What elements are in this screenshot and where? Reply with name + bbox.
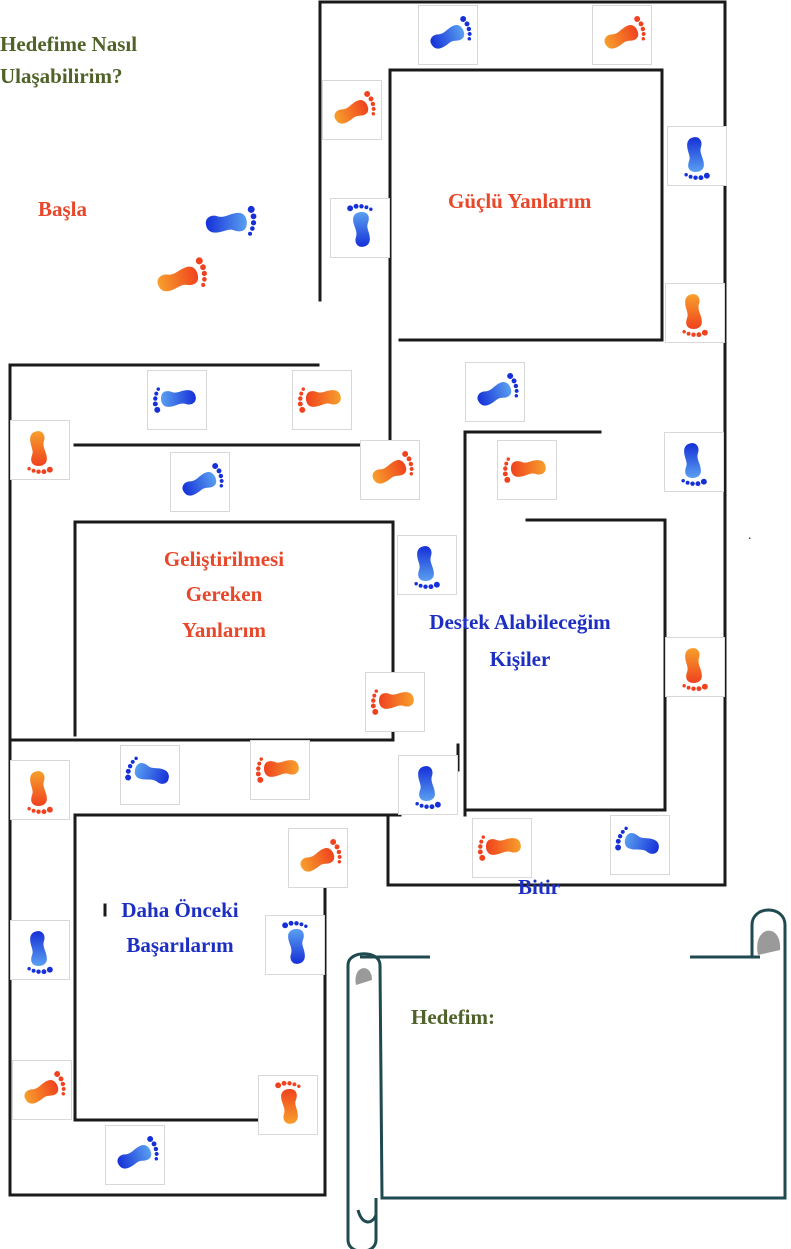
- orange-footprint-icon: [472, 818, 532, 878]
- blue-footprint-icon: [330, 198, 390, 258]
- orange-footprint-icon: [665, 637, 725, 697]
- support-label-2: Kişiler: [400, 642, 640, 676]
- blue-footprint-icon: [465, 362, 525, 422]
- stray-dot: .: [748, 528, 752, 544]
- blue-footprint-icon: [105, 1125, 165, 1185]
- to-improve-label-3: Yanlarım: [124, 613, 324, 647]
- blue-footprint-icon: [418, 5, 478, 65]
- blue-footprint-icon: [147, 370, 207, 430]
- blue-footprint-icon: [170, 452, 230, 512]
- orange-footprint-icon: [365, 672, 425, 732]
- blue-footprint-icon: [664, 432, 724, 492]
- blue-footprint-icon: [120, 745, 180, 805]
- orange-footprint-icon: [250, 740, 310, 800]
- start-label: Başla: [38, 192, 87, 226]
- orange-footprint-icon: [288, 828, 348, 888]
- title-line-1: Hedefime Nasıl: [0, 27, 137, 61]
- orange-footprint-icon: [10, 420, 70, 480]
- blue-footprint-icon: [397, 535, 457, 595]
- blue-footprint-icon: [667, 126, 727, 186]
- achievements-label-1: Daha Önceki: [95, 893, 265, 927]
- blue-footprint-icon: [182, 192, 274, 250]
- orange-footprint-icon: [258, 1075, 318, 1135]
- orange-footprint-icon: [497, 440, 557, 500]
- orange-footprint-icon: [12, 1060, 72, 1120]
- goal-label: Hedefim:: [411, 1000, 495, 1034]
- blue-footprint-icon: [265, 915, 325, 975]
- achievements-label-2: Başarılarım: [95, 928, 265, 962]
- orange-footprint-icon: [322, 80, 382, 140]
- blue-footprint-icon: [610, 815, 670, 875]
- blue-footprint-icon: [10, 920, 70, 980]
- title-line-2: Ulaşabilirim?: [0, 59, 123, 93]
- orange-footprint-icon: [10, 760, 70, 820]
- orange-footprint-icon: [665, 283, 725, 343]
- support-label-1: Destek Alabileceğim: [400, 605, 640, 639]
- orange-footprint-icon: [592, 5, 652, 65]
- orange-footprint-icon: [360, 440, 420, 500]
- to-improve-label-2: Gereken: [124, 577, 324, 611]
- orange-footprint-icon: [292, 370, 352, 430]
- to-improve-label-1: Geliştirilmesi: [124, 542, 324, 576]
- orange-footprint-icon: [133, 248, 225, 306]
- blue-footprint-icon: [398, 755, 458, 815]
- strengths-label: Güçlü Yanlarım: [448, 184, 591, 218]
